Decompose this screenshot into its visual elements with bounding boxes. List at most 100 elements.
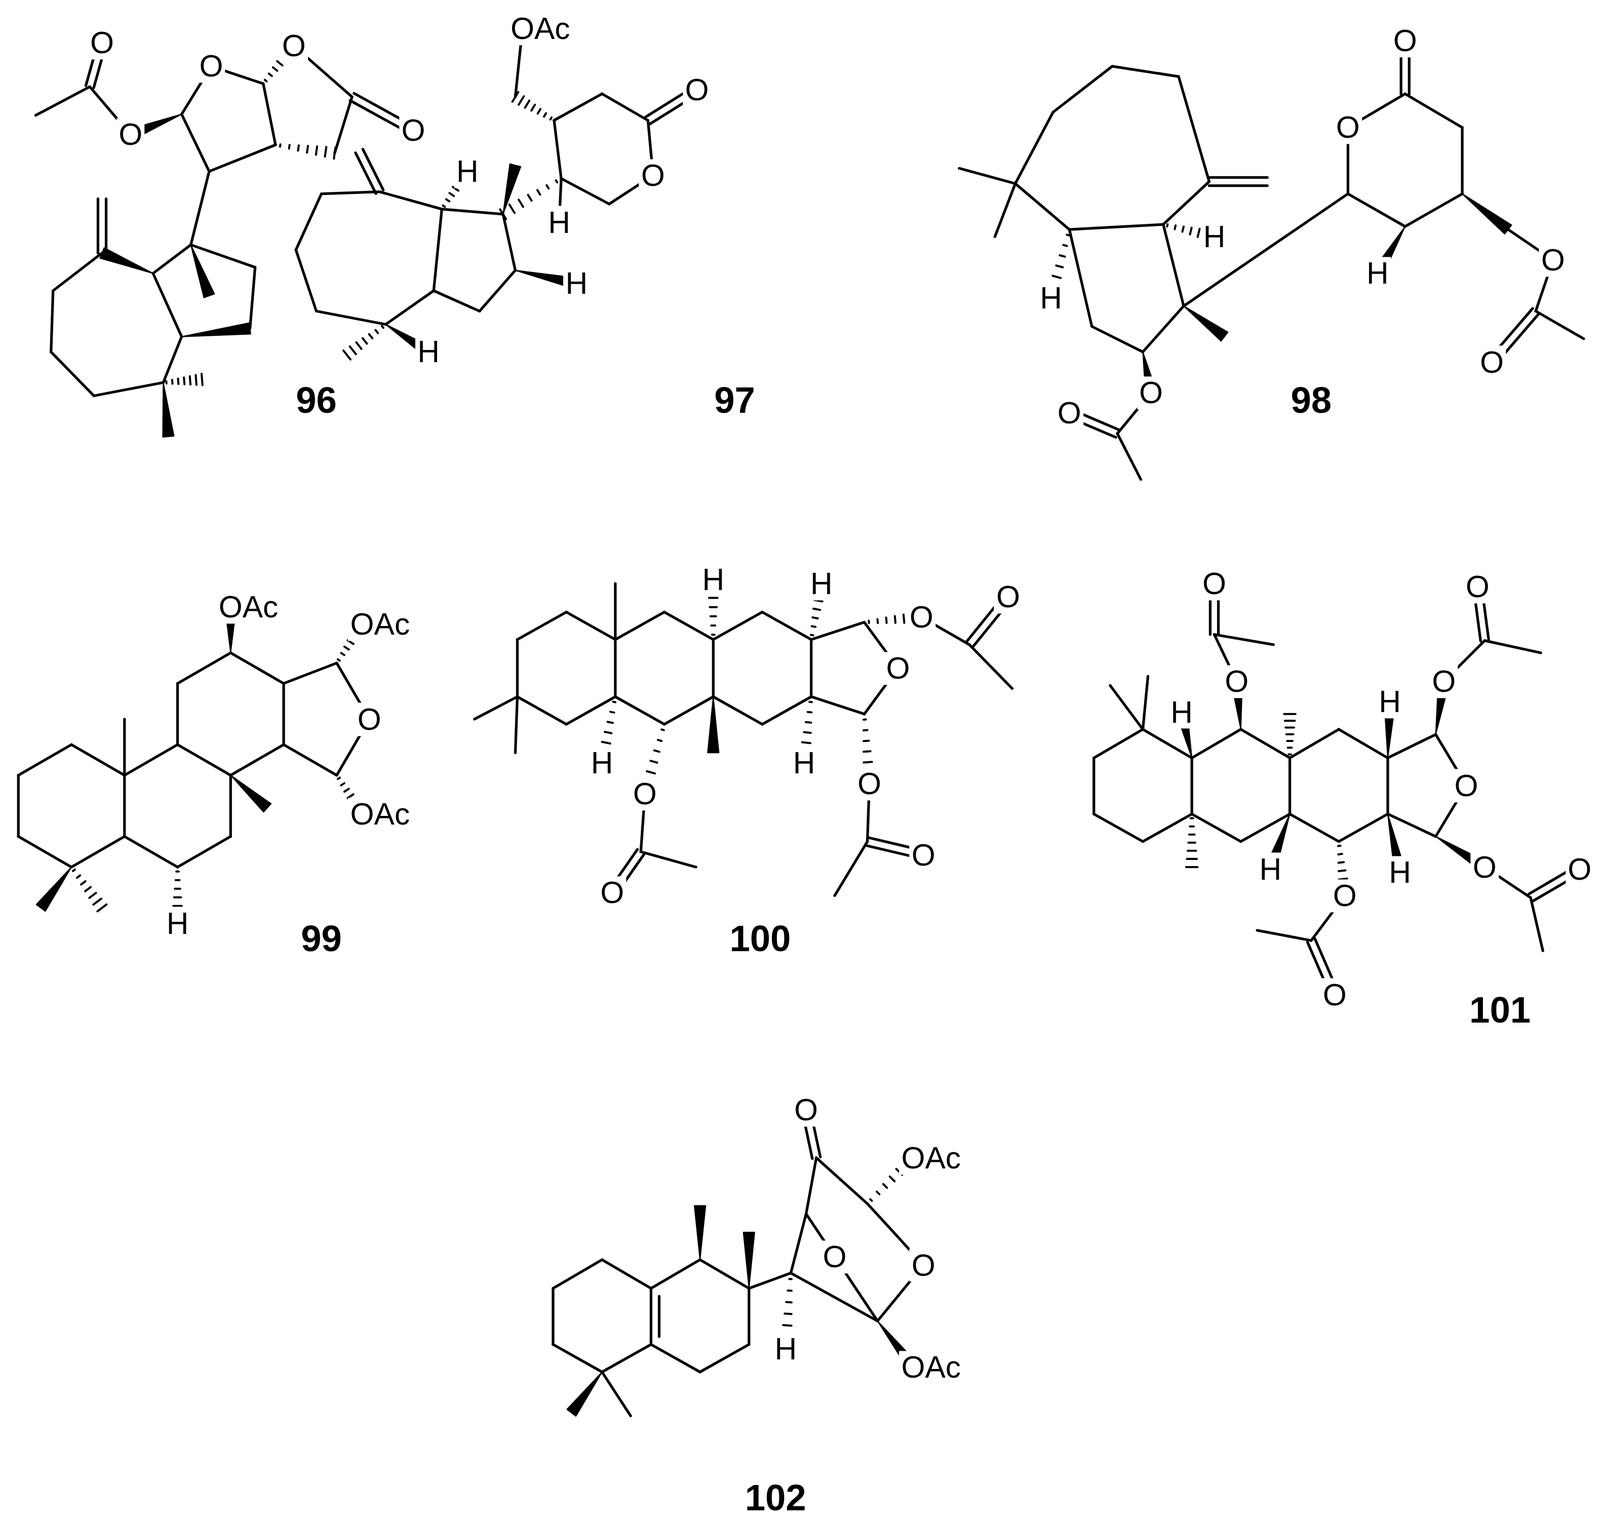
hash-bond — [333, 147, 336, 159]
bond — [1240, 729, 1291, 758]
hash-bond — [1190, 817, 1194, 820]
bond — [516, 639, 519, 697]
hash-bond — [1338, 870, 1346, 872]
hash-bond — [174, 887, 181, 890]
hash-bond — [279, 144, 282, 147]
hash-bond — [602, 742, 611, 744]
bond — [283, 744, 337, 775]
bond — [1290, 729, 1340, 758]
hash-bond — [885, 617, 888, 623]
hash-bond — [316, 146, 318, 155]
hash-bond — [863, 751, 871, 752]
bond — [566, 611, 616, 640]
bond — [834, 841, 868, 896]
hash-bond — [1338, 844, 1341, 848]
bond — [1535, 310, 1584, 339]
double-bond — [104, 199, 108, 254]
bond — [1163, 181, 1210, 225]
hash-bond — [654, 750, 660, 752]
bond — [1142, 813, 1192, 842]
bond — [295, 249, 317, 311]
bond — [554, 120, 562, 179]
hash-bond — [550, 117, 552, 120]
atom-label: H — [772, 1332, 799, 1366]
hash-bond — [512, 92, 519, 102]
bond — [474, 696, 518, 720]
bond — [649, 1288, 653, 1345]
compound-number: 98 — [1288, 380, 1335, 420]
hash-bond — [1182, 226, 1184, 232]
bond — [1191, 813, 1241, 842]
double-bond — [362, 148, 383, 190]
bond — [713, 696, 763, 725]
atom-label: O — [1539, 243, 1568, 277]
atom-label: O — [88, 26, 116, 60]
bond — [811, 696, 865, 715]
atom-label: O — [1565, 852, 1594, 886]
bond — [1460, 127, 1464, 194]
hash-bond — [177, 378, 180, 385]
bond — [1338, 729, 1388, 758]
hash-bond — [525, 100, 530, 108]
compound-number: 96 — [293, 380, 340, 420]
hash-bond — [344, 788, 349, 792]
bond — [749, 1273, 792, 1289]
bond — [517, 611, 567, 640]
bond — [811, 622, 865, 640]
bond — [250, 267, 256, 329]
bond — [650, 1344, 700, 1373]
hash-bond — [349, 346, 357, 355]
atom-label: O — [907, 600, 936, 634]
bond — [163, 336, 182, 383]
bond — [1190, 757, 1194, 814]
hash-bond — [710, 615, 717, 618]
atom-label: O — [197, 49, 225, 83]
hash-bond — [268, 73, 272, 76]
atom-label: O — [1470, 850, 1499, 884]
hash-bond — [297, 145, 299, 151]
hash-bond — [810, 634, 814, 637]
double-bond — [96, 199, 100, 254]
bond — [615, 611, 665, 640]
hash-bond — [903, 614, 905, 623]
wedge-bond — [230, 775, 271, 813]
hash-bond — [76, 875, 81, 878]
hash-bond — [863, 761, 873, 763]
hash-bond — [93, 898, 102, 905]
bond — [1110, 685, 1143, 730]
bond — [615, 696, 665, 725]
atom-label: O — [116, 118, 145, 151]
bond — [712, 639, 715, 697]
bond — [602, 1372, 631, 1417]
hash-bond — [442, 205, 445, 208]
hash-bond — [1187, 849, 1197, 852]
bond — [71, 744, 125, 775]
hash-bond — [518, 96, 524, 105]
bond — [1163, 224, 1184, 306]
atom-label: OAc — [899, 1350, 963, 1384]
hash-bond — [543, 113, 546, 117]
hash-bond — [85, 886, 91, 891]
hash-bond — [272, 67, 278, 71]
hash-bond — [171, 379, 174, 384]
bond — [51, 352, 95, 397]
hash-bond — [786, 1301, 792, 1304]
bond — [1052, 66, 1113, 113]
bond — [1117, 433, 1141, 480]
bond — [664, 611, 714, 640]
atom-label: O — [631, 777, 659, 811]
hash-bond — [870, 1199, 872, 1201]
bond — [1092, 757, 1096, 814]
bond — [1183, 193, 1348, 307]
bond — [1387, 813, 1436, 837]
bond — [699, 1259, 750, 1289]
double-bond — [1208, 184, 1268, 187]
hash-bond — [165, 380, 168, 384]
atom-label: OAc — [899, 1141, 963, 1175]
bond — [124, 744, 178, 775]
hash-bond — [446, 199, 450, 202]
bond — [433, 209, 442, 291]
bond — [994, 183, 1016, 238]
bond — [124, 836, 178, 868]
atom-label: H — [1376, 685, 1403, 719]
